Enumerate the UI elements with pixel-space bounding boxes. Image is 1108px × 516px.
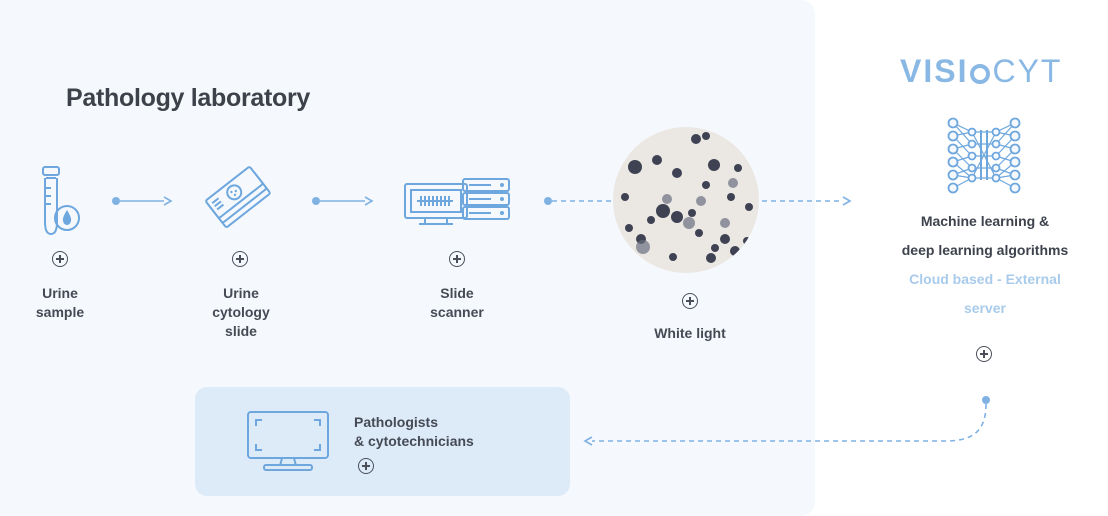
cloud-line-1: Cloud based - External — [909, 271, 1061, 287]
ml-title-line-1: Machine learning & — [920, 213, 1050, 229]
arrow-return — [583, 396, 990, 446]
step-label-urine-cytology-slide: Urine cytology slide — [212, 285, 270, 339]
plus-circle-icon[interactable] — [976, 346, 992, 362]
test-tube-drop-icon — [42, 166, 80, 236]
monitor-icon — [247, 411, 329, 471]
plus-circle-icon[interactable] — [232, 251, 248, 267]
step-label-white-light: White light — [654, 325, 726, 341]
arrow-2 — [312, 196, 374, 206]
logo-o-ring — [970, 64, 991, 84]
cell-micrograph-image — [621, 132, 753, 263]
pathologists-label: Pathologists & cytotechnicians — [354, 414, 474, 449]
arrow-4 — [762, 196, 852, 206]
cloud-line-2: server — [963, 300, 1007, 316]
slide-scanner-icon — [404, 178, 510, 225]
plus-circle-icon[interactable] — [52, 251, 68, 267]
arrow-1 — [112, 196, 173, 206]
cytology-slides-icon — [205, 166, 271, 228]
ml-title-line-2: deep learning algorithms — [901, 242, 1069, 258]
plus-circle-icon[interactable] — [449, 251, 465, 267]
neural-network-icon — [947, 117, 1021, 194]
step-label-slide-scanner: Slide scanner — [430, 285, 484, 320]
cell-micrograph-icon — [613, 127, 759, 273]
lab-title: Pathology laboratory — [66, 84, 311, 112]
plus-circle-icon[interactable] — [682, 293, 698, 309]
plus-circle-icon[interactable] — [358, 458, 374, 474]
pathologists-box — [195, 387, 570, 496]
arrow-3 — [544, 197, 612, 205]
step-label-urine-sample: Urine sample — [35, 285, 85, 320]
